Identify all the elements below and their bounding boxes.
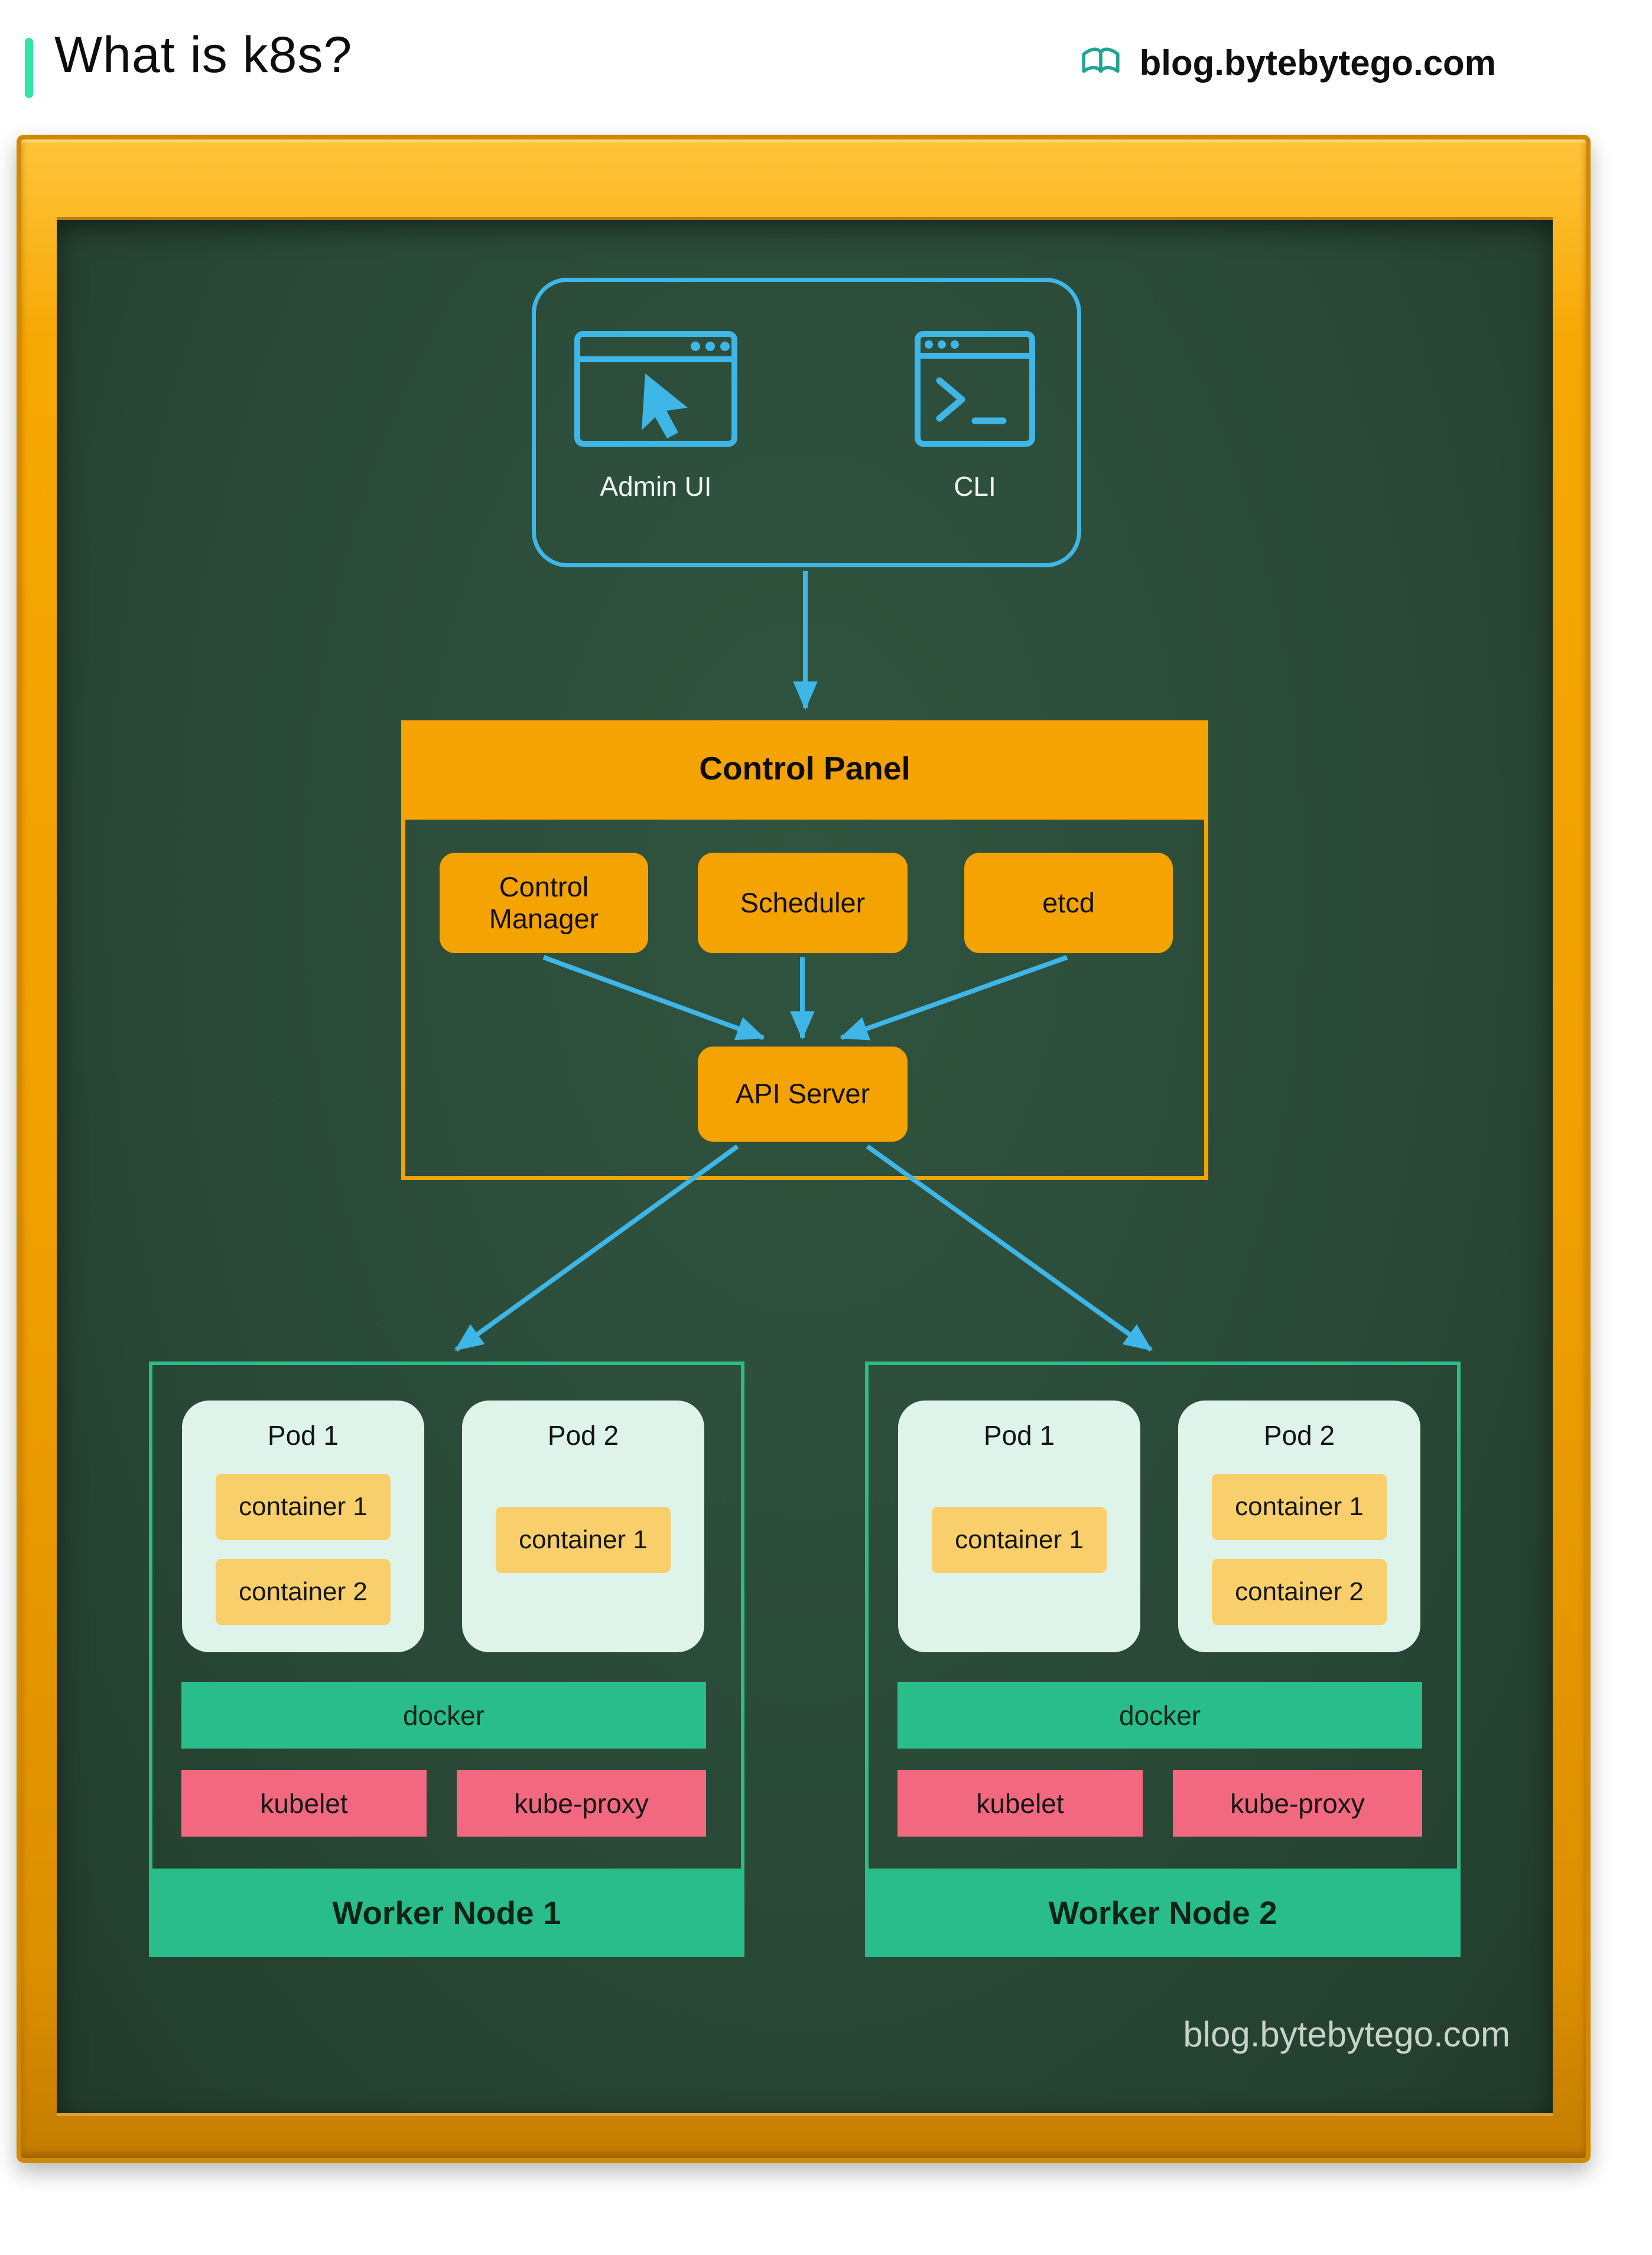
- title-accent-bar: [25, 38, 33, 98]
- pod-name: Pod 2: [1263, 1420, 1335, 1451]
- kube-proxy-bar: kube-proxy: [457, 1770, 706, 1837]
- browser-window-icon: [574, 331, 737, 447]
- container-box: container 2: [216, 1559, 391, 1625]
- control-manager-box: Control Manager: [440, 853, 648, 953]
- pod-name: Pod 1: [267, 1420, 339, 1451]
- worker-node-footer: Worker Node 2: [865, 1869, 1461, 1957]
- worker-node-1: Pod 1 container 1 container 2 Pod 2 cont…: [149, 1362, 744, 1957]
- docker-bar: docker: [897, 1682, 1422, 1749]
- container-box: container 1: [932, 1507, 1107, 1573]
- scheduler-box: Scheduler: [698, 853, 908, 953]
- etcd-box: etcd: [964, 853, 1173, 953]
- kube-proxy-bar: kube-proxy: [1173, 1770, 1422, 1837]
- site-url: blog.bytebytego.com: [1139, 43, 1496, 83]
- pod: Pod 2 container 1: [462, 1401, 704, 1652]
- worker-node-footer: Worker Node 1: [149, 1869, 744, 1957]
- cli-icon: [915, 331, 1035, 447]
- admin-ui-label: Admin UI: [600, 471, 712, 502]
- pod: Pod 1 container 1 container 2: [182, 1401, 424, 1652]
- pod: Pod 1 container 1: [898, 1401, 1140, 1652]
- pod-name: Pod 2: [547, 1420, 619, 1451]
- kubelet-bar: kubelet: [897, 1770, 1143, 1837]
- docker-bar: docker: [181, 1682, 706, 1749]
- kubelet-bar: kubelet: [181, 1770, 427, 1837]
- terminal-window-icon: [915, 331, 1035, 447]
- control-panel-header: Control Panel: [401, 720, 1208, 815]
- container-box: container 1: [496, 1507, 671, 1573]
- cli-label: CLI: [954, 471, 996, 502]
- cursor-icon: [642, 373, 688, 438]
- container-box: container 2: [1212, 1559, 1387, 1625]
- clients-group-box: [532, 278, 1081, 567]
- site-badge: blog.bytebytego.com: [1077, 39, 1496, 86]
- api-server-box: API Server: [698, 1047, 908, 1142]
- control-panel-body: [401, 815, 1208, 1180]
- worker-node-2: Pod 1 container 1 Pod 2 container 1 cont…: [865, 1362, 1461, 1957]
- container-box: container 1: [1212, 1474, 1387, 1540]
- header: What is k8s? blog.bytebytego.com: [0, 0, 1652, 135]
- pod-name: Pod 1: [983, 1420, 1055, 1451]
- bytebytego-logo-icon: [1082, 47, 1120, 73]
- admin-ui-icon: [574, 331, 737, 447]
- page-title: What is k8s?: [54, 27, 353, 83]
- watermark-text: blog.bytebytego.com: [1183, 2014, 1510, 2054]
- control-panel-title: Control Panel: [699, 749, 910, 787]
- pod: Pod 2 container 1 container 2: [1178, 1401, 1420, 1652]
- container-box: container 1: [216, 1474, 391, 1540]
